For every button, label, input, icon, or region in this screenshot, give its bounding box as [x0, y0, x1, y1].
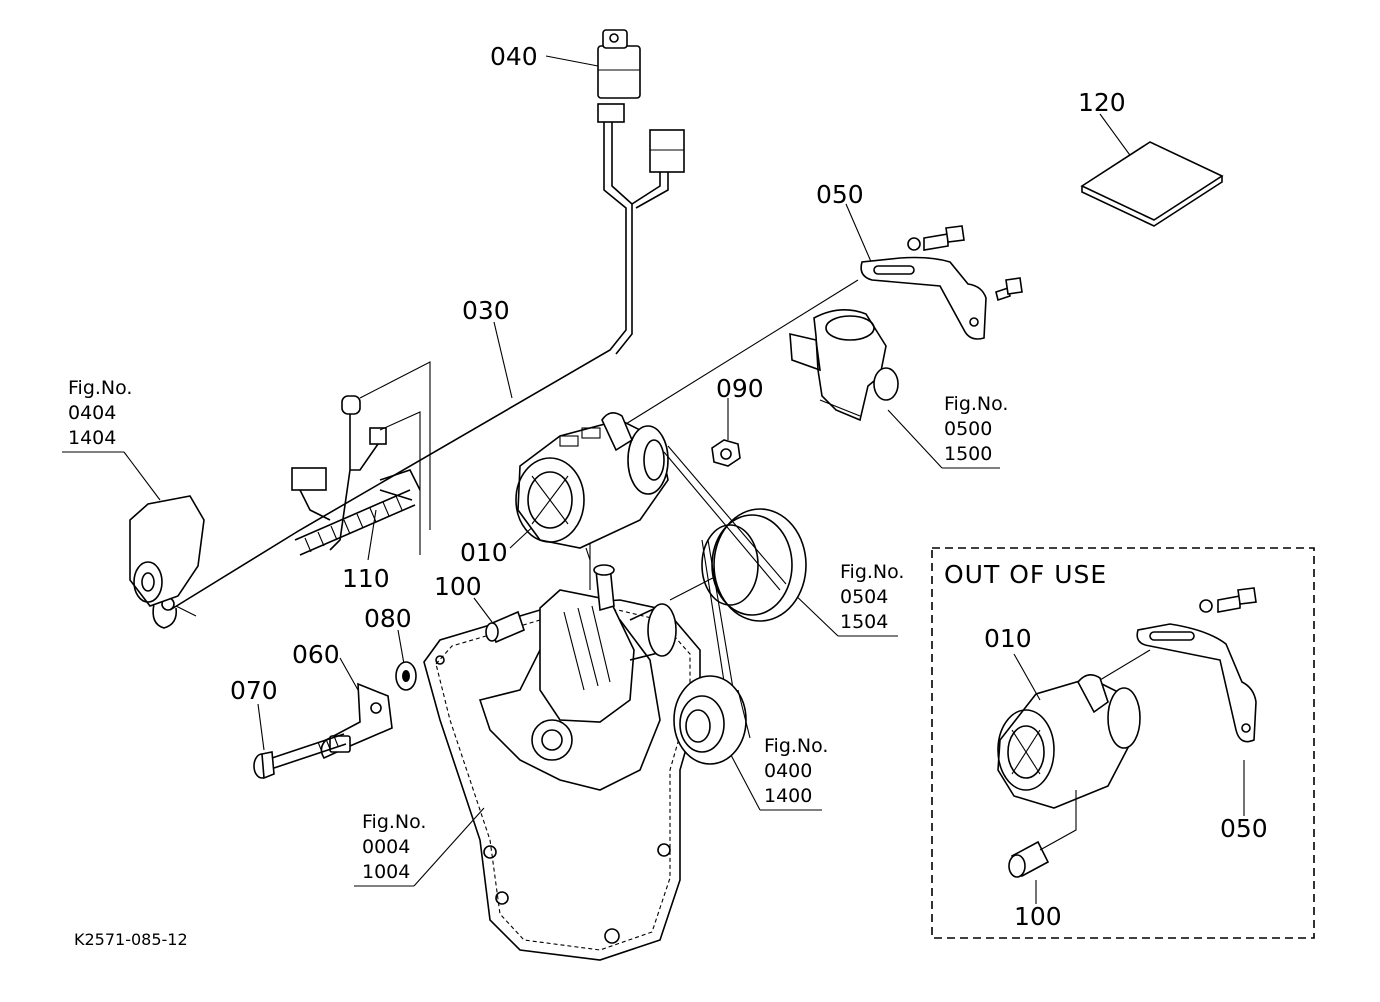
fig-ref-number-alt: 1500	[944, 443, 993, 465]
fig-ref-number: 0500	[944, 418, 993, 440]
plate-060-drawing	[320, 682, 393, 760]
nut-090-drawing	[711, 439, 741, 467]
fig-ref-number-alt: 1004	[362, 861, 411, 883]
relay-040-drawing	[597, 29, 685, 173]
fig-ref-0400[interactable]: Fig.No. 0400 1400	[764, 734, 828, 809]
washer-080-drawing	[395, 661, 417, 691]
fig-ref-number: 0504	[840, 586, 889, 608]
fig-ref-number-alt: 1400	[764, 785, 813, 807]
part-label-060: 060	[292, 640, 340, 669]
part-label-040: 040	[490, 42, 538, 71]
alternator-010-drawing	[515, 412, 669, 561]
out-of-use-title: OUT OF USE	[944, 560, 1108, 589]
fig-ref-label: Fig.No.	[68, 377, 133, 399]
leader-lines	[62, 55, 1133, 887]
crank-pulley-drawing	[673, 675, 751, 765]
part-label-120: 120	[1078, 88, 1126, 117]
part-label-110: 110	[342, 564, 390, 593]
spacer-100-drawing	[485, 610, 525, 644]
part-label-100: 100	[434, 572, 482, 601]
water-pump-drawing	[539, 564, 677, 723]
fig-ref-0004[interactable]: Fig.No. 0004 1004	[362, 810, 426, 885]
thermostat-housing-drawing	[789, 309, 899, 422]
part-label-070: 070	[230, 676, 278, 705]
ou-leader-lines	[1013, 649, 1245, 904]
ou-bracket-drawing	[1136, 587, 1257, 743]
fig-ref-0504[interactable]: Fig.No. 0504 1504	[840, 560, 904, 635]
harness-030-drawing	[161, 122, 669, 611]
fig-ref-0500[interactable]: Fig.No. 0500 1500	[944, 392, 1008, 467]
manual-120-drawing	[1080, 141, 1224, 227]
bolt-070-drawing	[253, 733, 347, 780]
fig-ref-number: 0004	[362, 836, 411, 858]
fig-ref-0404[interactable]: Fig.No. 0404 1404	[68, 376, 132, 451]
sender-0404-drawing	[129, 495, 205, 629]
fig-ref-number: 0404	[68, 402, 117, 424]
fig-ref-number-alt: 1404	[68, 427, 117, 449]
part-label-090: 090	[716, 374, 764, 403]
part-label-030: 030	[462, 296, 510, 325]
fig-ref-label: Fig.No.	[362, 811, 427, 833]
ou-part-label-010: 010	[984, 624, 1032, 653]
fig-ref-label: Fig.No.	[764, 735, 829, 757]
fig-ref-label: Fig.No.	[840, 561, 905, 583]
part-label-010: 010	[460, 538, 508, 567]
part-label-050: 050	[816, 180, 864, 209]
fig-ref-number: 0400	[764, 760, 813, 782]
ou-part-label-100: 100	[1014, 902, 1062, 931]
fig-ref-number-alt: 1504	[840, 611, 889, 633]
drawing-reference: K2571-085-12	[74, 930, 188, 949]
fig-ref-label: Fig.No.	[944, 393, 1009, 415]
out-of-use-box	[931, 547, 1315, 939]
ou-alternator-drawing	[997, 674, 1141, 809]
bracket-050-drawing	[860, 225, 1023, 340]
ou-spacer-drawing	[1008, 840, 1050, 878]
ou-part-label-050: 050	[1220, 814, 1268, 843]
part-label-080: 080	[364, 604, 412, 633]
belt-pulley-drawing	[663, 445, 807, 721]
